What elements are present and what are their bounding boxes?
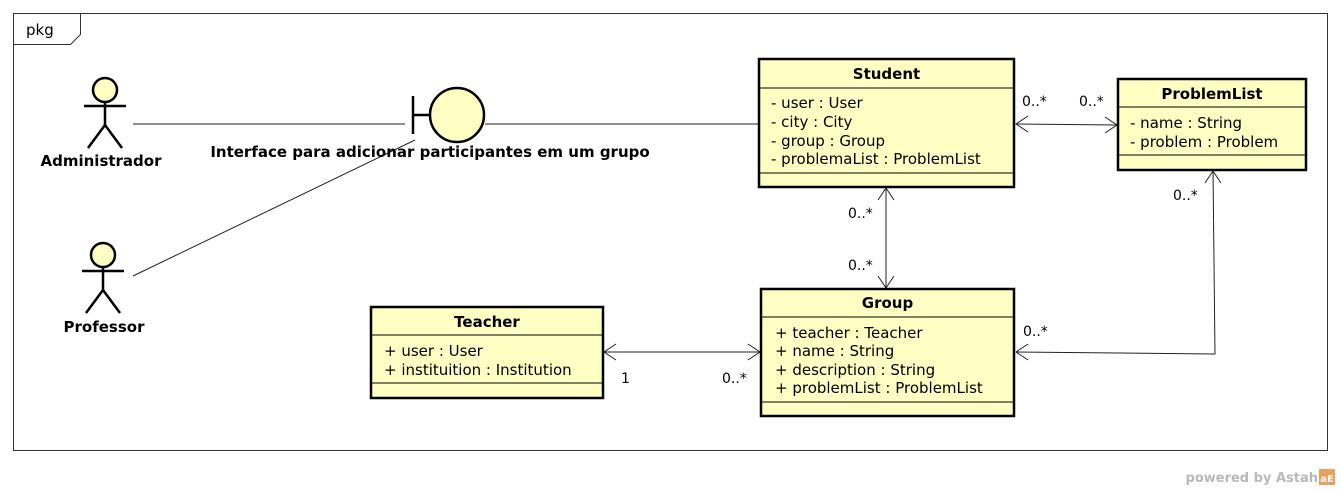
actor-professor-label: Professor <box>64 318 146 336</box>
mult-problemlist-group-b: 0..* <box>1023 324 1048 340</box>
mult-problemlist-group-a: 0..* <box>1173 188 1198 204</box>
class-group-attr: + teacher : Teacher <box>775 324 923 342</box>
actor-professor[interactable]: Professor <box>64 241 146 336</box>
mult-teacher-group-b: 0..* <box>722 371 747 387</box>
class-group-attr: + description : String <box>775 361 935 379</box>
astah-logo-text: aE <box>1320 474 1334 485</box>
mult-teacher-group-a: 1 <box>621 371 630 387</box>
mult-student-group-a: 0..* <box>848 206 873 222</box>
mult-student-group-b: 0..* <box>848 258 873 274</box>
class-student[interactable]: Student - user : User - city : City - gr… <box>757 57 1016 189</box>
assoc-student-group: 0..* 0..* <box>848 187 895 289</box>
assoc-student-problemlist: 0..* 0..* <box>1015 94 1118 134</box>
class-group-attr: + name : String <box>775 342 894 360</box>
class-teacher[interactable]: Teacher + user : User + instituition : I… <box>369 305 605 400</box>
class-student-attr: - user : User <box>771 94 864 112</box>
class-problemlist[interactable]: ProblemList - name : String - problem : … <box>1116 77 1308 172</box>
astah-watermark: powered by Astah aE <box>1186 469 1335 486</box>
professor-boundary-link <box>132 139 416 277</box>
footer-text: powered by Astah <box>1186 471 1318 486</box>
actor-administrador[interactable]: Administrador <box>41 76 163 170</box>
assoc-teacher-group: 1 0..* <box>603 343 761 387</box>
class-group[interactable]: Group + teacher : Teacher + name : Strin… <box>759 287 1016 418</box>
assoc-problemlist-group: 0..* 0..* <box>1015 170 1222 361</box>
class-teacher-attr: + instituition : Institution <box>384 361 572 379</box>
class-problemlist-attr: - name : String <box>1130 114 1242 132</box>
class-teacher-attr: + user : User <box>384 342 484 360</box>
mult-student-problemlist-a: 0..* <box>1022 94 1047 110</box>
class-group-name: Group <box>862 294 914 312</box>
class-student-attr: - group : Group <box>771 132 885 150</box>
mult-student-problemlist-b: 0..* <box>1079 94 1104 110</box>
boundary-label: Interface para adicionar participantes e… <box>210 143 649 161</box>
class-group-attr: + problemList : ProblemList <box>775 379 983 397</box>
package-label: pkg <box>26 21 54 39</box>
boundary-interface[interactable]: Interface para adicionar participantes e… <box>210 86 650 161</box>
class-student-attr: - city : City <box>771 113 852 131</box>
astah-logo-icon <box>1319 469 1335 485</box>
actor-administrador-label: Administrador <box>41 152 163 170</box>
class-problemlist-name: ProblemList <box>1161 85 1262 103</box>
class-problemlist-attr: - problem : Problem <box>1130 133 1278 151</box>
class-teacher-name: Teacher <box>454 313 520 331</box>
class-student-attr: - problemaList : ProblemList <box>771 150 981 168</box>
package-frame: pkg <box>13 13 1328 451</box>
class-student-name: Student <box>853 65 920 83</box>
